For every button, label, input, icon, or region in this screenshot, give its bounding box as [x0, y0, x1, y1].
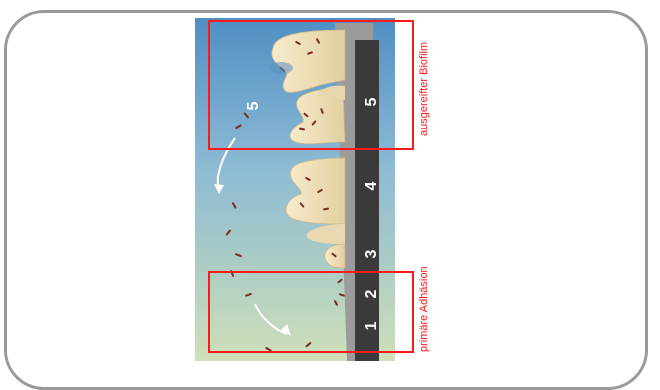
primary-adhesion-box [208, 271, 414, 353]
mature-biofilm-box [208, 20, 414, 150]
mature-biofilm-label: ausgereifter Biofilm [418, 42, 430, 136]
stage-number-4: 4 [362, 176, 382, 196]
stage-number-3: 3 [362, 244, 382, 264]
primary-adhesion-label: primäre Adhäsion [418, 266, 430, 352]
